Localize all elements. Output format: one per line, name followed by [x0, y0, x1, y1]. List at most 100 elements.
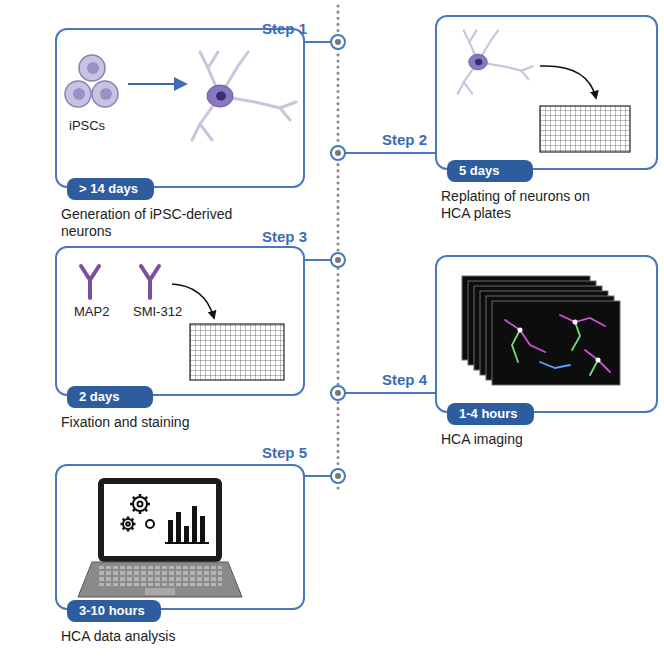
ipsc-cells-part — [65, 81, 91, 107]
laptop-icon-part-part — [176, 512, 181, 542]
laptop-icon-part — [78, 562, 242, 597]
differentiation-arrow — [128, 84, 185, 85]
ipsc-cells-part — [92, 81, 118, 107]
image-stack-part — [585, 350, 610, 372]
laptop-icon-part-part — [133, 523, 136, 526]
step-panel: MAP2SMI-312Fixation and staining2 days — [55, 246, 305, 396]
duration-label: > 14 days — [67, 178, 150, 200]
replating-arrow — [540, 66, 596, 98]
laptop-icon-part-part — [138, 502, 143, 507]
image-stack-part — [518, 328, 523, 333]
laptop-icon-part-part — [184, 526, 189, 542]
step-caption: HCA imaging — [441, 431, 641, 448]
ipsc-cells-part — [87, 62, 99, 74]
laptop-icon-part-part — [132, 519, 134, 521]
laptop-icon-part — [121, 494, 151, 532]
step-connectors-part — [305, 475, 331, 477]
timeline-markers-part — [331, 469, 345, 483]
timeline-markers-part — [335, 257, 341, 263]
neuron-icon — [192, 52, 296, 140]
laptop-icon-part-part — [123, 519, 125, 521]
step-panel: Replating of neurons on HCA plates5 days — [435, 15, 658, 170]
differentiation-arrow-part — [128, 83, 185, 85]
ipsc-cells-part — [79, 55, 105, 81]
neuron-icon-part — [458, 30, 533, 93]
image-stack-part — [512, 330, 520, 362]
ipsc-cells-part — [100, 88, 112, 100]
laptop-icon-part-part — [200, 516, 205, 542]
timeline-part — [337, 6, 340, 490]
laptop-icon-part-part — [133, 509, 135, 511]
ipsc-cells-part — [73, 88, 85, 100]
image-stack-part — [505, 320, 545, 352]
step-panel: iPSCsGeneration of iPSC-derived neurons>… — [55, 28, 305, 188]
laptop-icon-part-part — [165, 542, 209, 544]
image-stack — [462, 276, 620, 385]
laptop-icon-part-part — [192, 506, 197, 542]
duration-badge: 2 days — [67, 386, 153, 408]
laptop-icon-part-part — [133, 497, 147, 511]
neuron-icon — [458, 30, 533, 93]
image-stack-part — [492, 301, 620, 385]
figure-label: SMI-312 — [133, 304, 182, 319]
step-label: Step 1 — [262, 20, 307, 37]
step-caption: HCA data analysis — [61, 628, 281, 645]
neuron-icon-part — [192, 52, 296, 140]
image-stack-part — [572, 322, 580, 350]
duration-label: 5 days — [447, 160, 511, 182]
laptop-icon-part-part — [133, 497, 135, 499]
laptop-icon-part-part — [127, 529, 130, 532]
step-caption: Generation of iPSC-derived neurons — [61, 206, 261, 240]
timeline-markers-part — [331, 35, 345, 49]
duration-label: 1-4 hours — [447, 403, 530, 425]
step-label: Step 5 — [262, 444, 307, 461]
laptop-icon-part-part — [127, 517, 130, 520]
laptop-icon-part-part — [123, 528, 125, 530]
step-label: Step 2 — [382, 131, 427, 148]
laptop-icon-part — [165, 506, 209, 544]
hca-plate — [190, 324, 284, 380]
step-panel: HCA imaging1-4 hours — [435, 255, 658, 413]
duration-badge: 1-4 hours — [447, 403, 534, 425]
laptop-icon-part — [98, 478, 222, 562]
hca-plate-part — [190, 324, 284, 380]
image-stack-part — [560, 315, 605, 326]
step-connectors-part — [345, 392, 435, 394]
timeline-markers — [331, 35, 345, 483]
antibody-icon-part — [81, 266, 99, 298]
laptop-icon-part — [98, 566, 222, 586]
step-caption: Replating of neurons on HCA plates — [441, 188, 616, 222]
duration-badge: > 14 days — [67, 178, 154, 200]
laptop-icon-part-part — [123, 519, 133, 529]
step-connectors — [305, 42, 435, 476]
image-stack-part — [590, 360, 598, 375]
timeline-markers-part — [331, 146, 345, 160]
timeline — [338, 6, 339, 490]
laptop-icon-part-part — [168, 520, 173, 542]
timeline-markers-part — [331, 253, 345, 267]
laptop-icon-part-part — [130, 503, 133, 506]
step-connectors-part — [345, 152, 435, 154]
figure-label: MAP2 — [74, 304, 109, 319]
laptop-icon-part — [123, 497, 154, 529]
duration-badge: 3-10 hours — [67, 600, 161, 622]
timeline-markers-part — [335, 150, 341, 156]
duration-label: 3-10 hours — [67, 600, 157, 622]
laptop-icon-part-part — [147, 503, 150, 506]
laptop-icon-part-part — [121, 523, 124, 526]
image-stack-part — [540, 362, 570, 368]
laptop-icon-part-part — [132, 528, 134, 530]
step-caption: Fixation and staining — [61, 414, 281, 431]
figure-label: iPSCs — [69, 118, 105, 133]
timeline-markers-part — [335, 473, 341, 479]
laptop-icon — [78, 478, 242, 597]
laptop-icon-part — [145, 588, 175, 595]
step-label: Step 4 — [382, 371, 427, 388]
laptop-icon-part-part — [145, 509, 147, 511]
step-label: Step 3 — [262, 228, 307, 245]
replating-arrow-part — [540, 66, 596, 98]
image-stack-part — [573, 320, 578, 325]
timeline-markers-part — [335, 390, 341, 396]
